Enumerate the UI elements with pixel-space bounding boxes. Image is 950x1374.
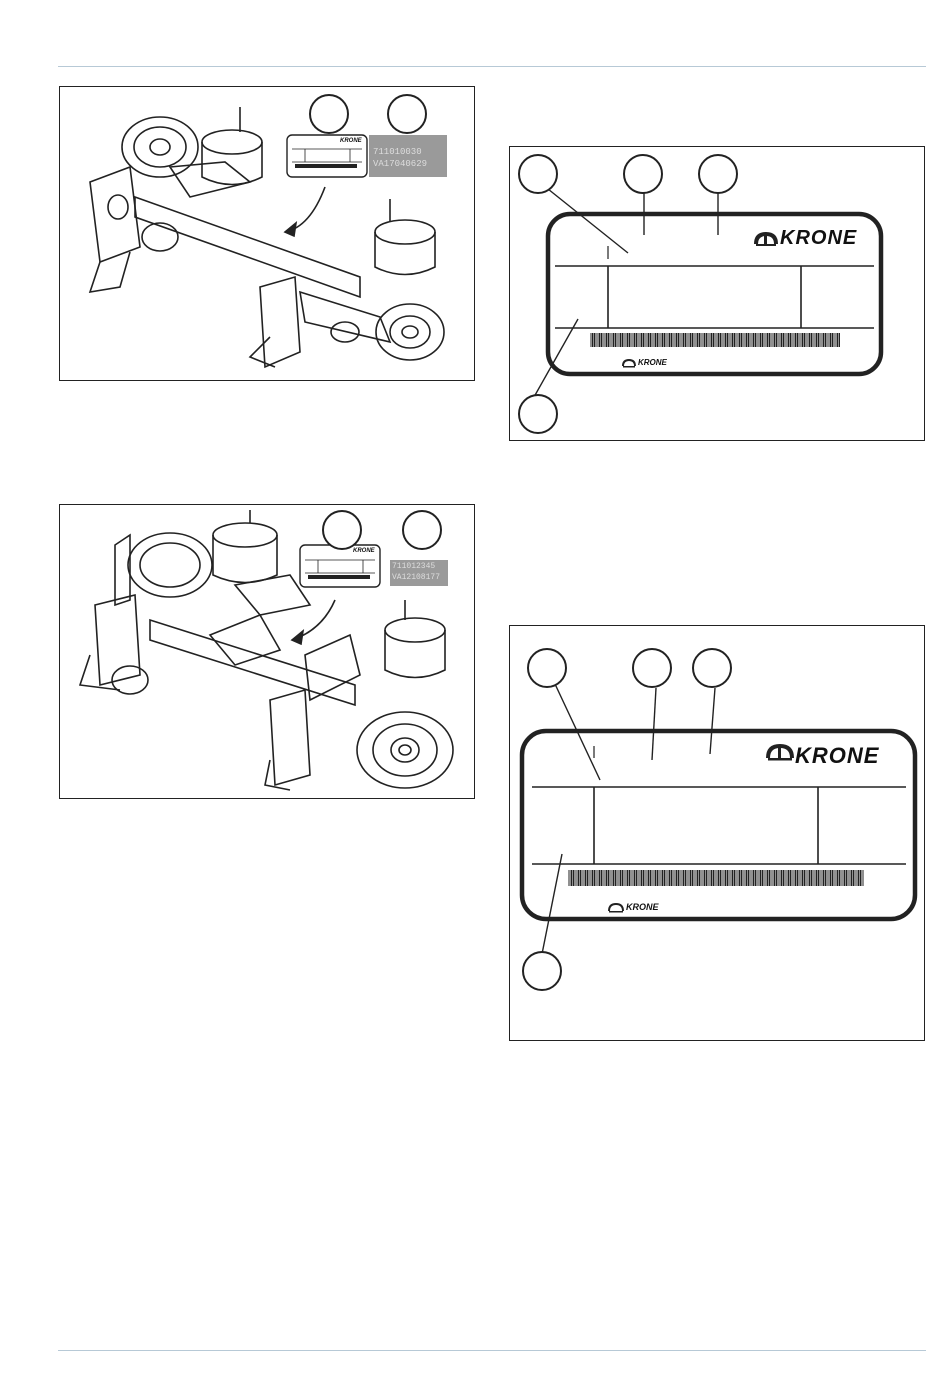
callout-4 xyxy=(522,951,562,991)
plate-number-line-1: 711012345 xyxy=(392,562,435,571)
callout-2 xyxy=(387,94,427,134)
callout-1 xyxy=(527,648,567,688)
callout-1 xyxy=(309,94,349,134)
callout-3 xyxy=(698,154,738,194)
label-footer-brand-text: KRONE xyxy=(626,902,659,912)
callout-2 xyxy=(632,648,672,688)
label-detail-figure-1: KRONE KRONE xyxy=(509,146,925,441)
plate-number-line-2: VA12108177 xyxy=(392,573,440,582)
barcode xyxy=(568,870,864,886)
label-brand-text: KRONE xyxy=(780,227,857,250)
callout-2 xyxy=(402,510,442,550)
footer-rule xyxy=(58,1350,926,1351)
label-footer-brand-text: KRONE xyxy=(638,358,667,367)
callout-4 xyxy=(518,394,558,434)
callout-1 xyxy=(518,154,558,194)
axle-figure-1: KRONE 711010030 VA17040629 xyxy=(59,86,475,381)
label-brand-text: KRONE xyxy=(340,138,362,144)
callout-1 xyxy=(322,510,362,550)
header-rule xyxy=(58,66,926,67)
label-detail-drawing-2 xyxy=(510,626,925,1041)
label-detail-figure-2: KRONE KRONE xyxy=(509,625,925,1041)
label-brand-text: KRONE xyxy=(353,548,375,554)
callout-2 xyxy=(623,154,663,194)
barcode xyxy=(590,333,840,347)
axle-figure-2: KRONE 711012345 VA12108177 xyxy=(59,504,475,799)
callout-3 xyxy=(692,648,732,688)
label-brand-text: KRONE xyxy=(795,743,879,769)
plate-number-line-2: VA17040629 xyxy=(373,159,427,169)
axle-drawing-2 xyxy=(60,505,475,799)
plate-number-line-1: 711010030 xyxy=(373,147,422,157)
